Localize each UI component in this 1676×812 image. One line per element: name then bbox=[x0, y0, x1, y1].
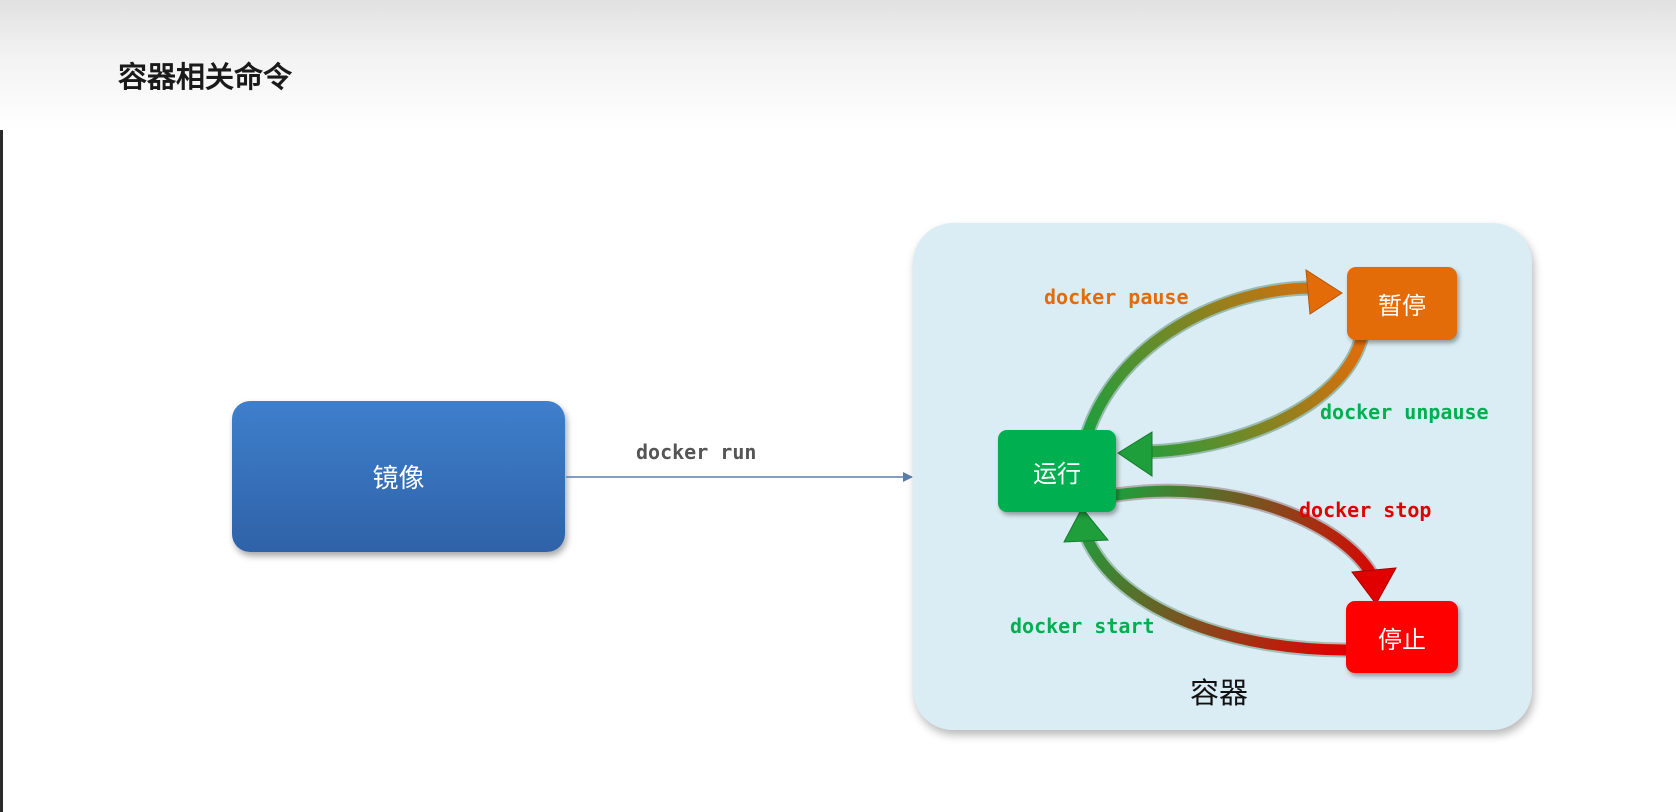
stop-arrowhead bbox=[1351, 567, 1397, 605]
image-node: 镜像 bbox=[232, 401, 565, 552]
window-left-edge bbox=[0, 0, 3, 812]
pause-command-label: docker pause bbox=[1044, 285, 1189, 309]
state-paused: 暂停 bbox=[1347, 267, 1457, 340]
state-stopped-label: 停止 bbox=[1378, 625, 1426, 654]
header-band: 容器相关命令 bbox=[0, 0, 1676, 130]
pause-arrowhead bbox=[1305, 269, 1343, 315]
start-arrow-body bbox=[1080, 530, 1351, 656]
stop-arrow-body bbox=[1110, 485, 1378, 581]
start-arrowhead bbox=[1063, 507, 1110, 543]
stop-command-label: docker stop bbox=[1299, 498, 1432, 522]
run-command-label: docker run bbox=[636, 440, 757, 464]
image-node-label: 镜像 bbox=[372, 464, 425, 494]
state-paused-label: 暂停 bbox=[1378, 292, 1426, 320]
start-command-label: docker start bbox=[1010, 614, 1155, 638]
state-running: 运行 bbox=[998, 430, 1116, 512]
unpause-arrow-body bbox=[1139, 330, 1368, 458]
unpause-command-label: docker unpause bbox=[1320, 400, 1489, 424]
state-stopped: 停止 bbox=[1346, 601, 1458, 673]
pause-arrow-body bbox=[1082, 282, 1318, 438]
container-label: 容器 bbox=[1190, 676, 1249, 710]
unpause-arrowhead bbox=[1117, 431, 1153, 477]
page-title: 容器相关命令 bbox=[118, 60, 293, 94]
state-running-label: 运行 bbox=[1033, 459, 1081, 488]
